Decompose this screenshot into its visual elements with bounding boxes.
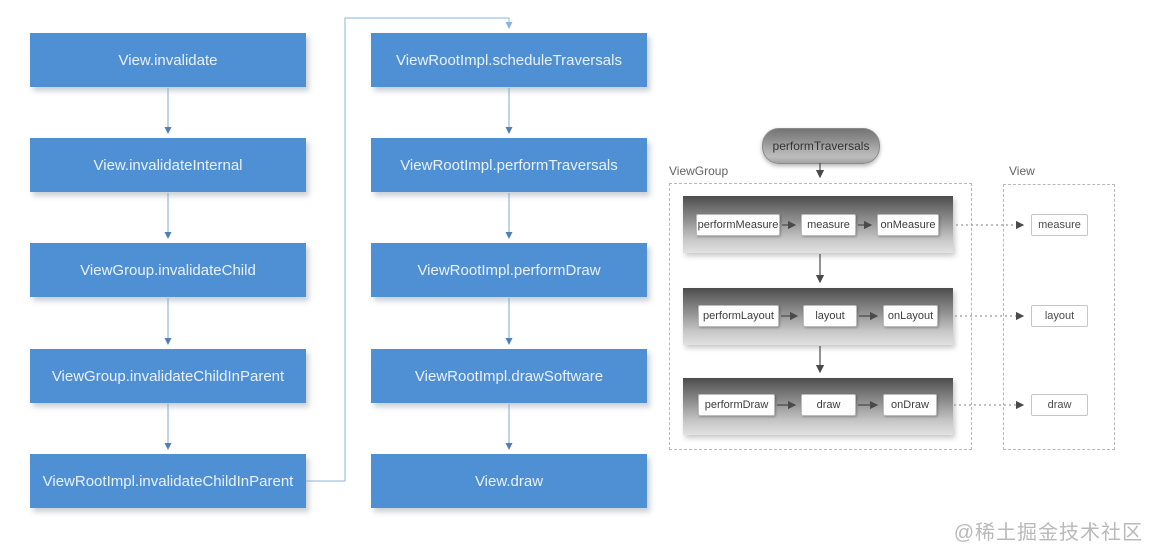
perform-traversals-pill: performTraversals — [762, 128, 880, 164]
flow-box-performtraversals: ViewRootImpl.performTraversals — [371, 138, 647, 192]
cell-onlayout: onLayout — [883, 305, 938, 327]
cell-performmeasure: performMeasure — [696, 214, 780, 236]
viewgroup-label: ViewGroup — [669, 164, 729, 178]
cell-performdraw: performDraw — [698, 394, 775, 416]
view-label: View — [1009, 164, 1035, 178]
flow-box-view-draw: View.draw — [371, 454, 647, 508]
cell-ondraw: onDraw — [883, 394, 937, 416]
flow-box-viewgroup-invalidatechildinparent: ViewGroup.invalidateChildInParent — [30, 349, 306, 403]
view-cell-layout: layout — [1031, 305, 1088, 327]
flow-box-view-invalidateinternal: View.invalidateInternal — [30, 138, 306, 192]
flow-box-view-invalidate: View.invalidate — [30, 33, 306, 87]
cell-performlayout: performLayout — [698, 305, 779, 327]
view-cell-draw: draw — [1031, 394, 1088, 416]
cell-onmeasure: onMeasure — [877, 214, 939, 236]
view-dashed-box — [1003, 184, 1115, 450]
cell-measure: measure — [801, 214, 856, 236]
cell-layout: layout — [803, 305, 857, 327]
flow-box-performdraw: ViewRootImpl.performDraw — [371, 243, 647, 297]
flow-box-drawsoftware: ViewRootImpl.drawSoftware — [371, 349, 647, 403]
flow-box-scheduletraversals: ViewRootImpl.scheduleTraversals — [371, 33, 647, 87]
cell-draw: draw — [801, 394, 856, 416]
flow-box-viewrootimpl-invalidatechildinparent: ViewRootImpl.invalidateChildInParent — [30, 454, 306, 508]
watermark-text: @稀土掘金技术社区 — [953, 522, 1143, 544]
view-cell-measure: measure — [1031, 214, 1088, 236]
flow-box-viewgroup-invalidatechild: ViewGroup.invalidateChild — [30, 243, 306, 297]
